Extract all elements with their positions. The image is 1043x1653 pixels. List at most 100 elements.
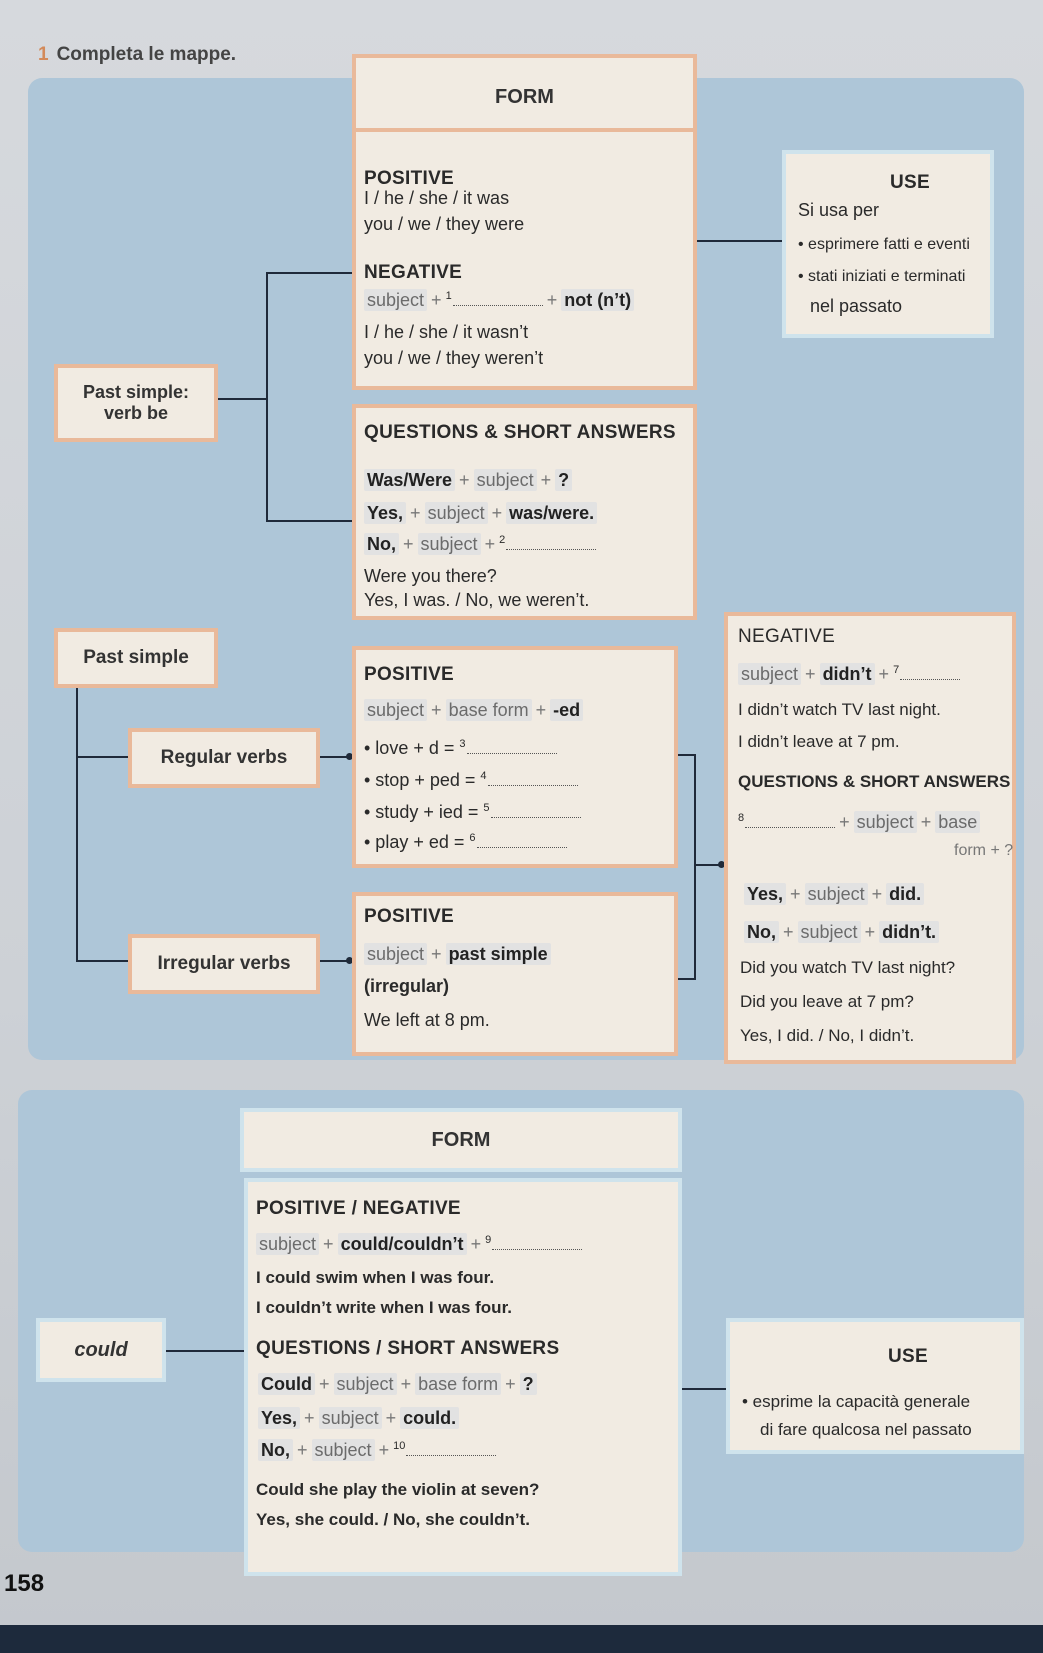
negative-heading: NEGATIVE xyxy=(364,262,463,283)
plus-sign: + xyxy=(403,534,414,554)
blank-number: 6 xyxy=(469,832,476,844)
irregular-positive-box xyxy=(352,892,678,1056)
connector-line xyxy=(266,272,352,274)
could-example-q: Could she play the violin at seven? xyxy=(256,1480,540,1499)
plus-sign: + xyxy=(400,1374,412,1394)
blank-number: 3 xyxy=(459,738,466,750)
plus-sign: + xyxy=(431,290,442,310)
answer-blank-2[interactable] xyxy=(506,535,597,550)
could-use-line1: • esprime la capacità generale xyxy=(742,1392,971,1411)
base-form-chip: base form xyxy=(445,699,532,721)
could-example-2: I couldn’t write when I was four. xyxy=(256,1298,512,1317)
plus-sign: + xyxy=(319,1374,330,1394)
regular-item-text: • love + d = xyxy=(364,738,460,758)
questions-heading: QUESTIONS & SHORT ANSWERS xyxy=(364,422,676,443)
question-formula: 8+subject+base xyxy=(738,811,981,833)
questions-heading: QUESTIONS & SHORT ANSWERS xyxy=(738,772,1011,791)
plus-sign: + xyxy=(535,700,547,720)
answer-blank-6[interactable] xyxy=(476,833,567,848)
could-no-formula: No,+subject+10 xyxy=(258,1439,497,1461)
negative-example-1: I didn’t watch TV last night. xyxy=(738,700,941,719)
questions-example-2: Did you leave at 7 pm? xyxy=(740,992,914,1011)
yes-chip: Yes, xyxy=(744,883,787,905)
subject-chip: subject xyxy=(738,663,802,685)
past-simple-negative-questions-box xyxy=(724,612,1016,1064)
didnt-chip: didn’t xyxy=(819,663,875,685)
answer-blank-5[interactable] xyxy=(490,803,581,818)
plus-sign: + xyxy=(871,884,883,904)
plus-sign: + xyxy=(864,922,876,942)
positive-line2: you / we / they were xyxy=(364,214,525,234)
questions-example-1: Did you watch TV last night? xyxy=(740,958,956,977)
connector-line xyxy=(216,398,268,400)
past-simple-root-box: Past simple xyxy=(54,628,218,688)
connector-line xyxy=(318,960,352,962)
could-chip: Could xyxy=(258,1373,315,1395)
subject-chip: subject xyxy=(364,699,428,721)
connector-line xyxy=(318,756,352,758)
use-intro: Si usa per xyxy=(798,200,880,220)
answer-blank-3[interactable] xyxy=(466,739,557,754)
no-chip: No, xyxy=(258,1439,293,1461)
connector-line xyxy=(676,754,696,756)
irregular-verbs-box: Irregular verbs xyxy=(128,934,320,994)
use-bullet2: • stati iniziati e terminati xyxy=(798,268,966,285)
no-chip: No, xyxy=(364,533,399,555)
use-box xyxy=(782,150,994,338)
could-example-1: I could swim when I was four. xyxy=(256,1268,495,1287)
form-title: FORM xyxy=(495,85,554,108)
positive-heading: POSITIVE xyxy=(364,168,455,189)
answer-blank-1[interactable] xyxy=(452,291,543,306)
plus-sign: + xyxy=(323,1234,334,1254)
regular-item-3: • study + ied = 5 xyxy=(364,802,581,823)
plus-sign: + xyxy=(470,1234,482,1254)
subject-chip: subject xyxy=(256,1233,320,1255)
plus-sign: + xyxy=(385,1408,397,1428)
subject-chip: subject xyxy=(804,883,868,905)
irregular-positive-heading: POSITIVE xyxy=(364,906,455,927)
verb-be-root-line2: verb be xyxy=(103,403,169,423)
verb-be-root-box: Past simple: verb be xyxy=(54,364,218,442)
base-form-chip: base form xyxy=(415,1373,502,1395)
answer-blank-4[interactable] xyxy=(487,771,578,786)
plus-sign: + xyxy=(459,470,470,490)
negative-formula: subject+1+not (n’t) xyxy=(364,289,635,311)
regular-item-1: • love + d = 3 xyxy=(364,738,557,759)
positive-line1: I / he / she / it was xyxy=(364,188,510,208)
ed-chip: -ed xyxy=(550,699,584,721)
regular-positive-heading: POSITIVE xyxy=(364,664,455,685)
plus-sign: + xyxy=(431,944,442,964)
answer-blank-10[interactable] xyxy=(406,1441,497,1456)
irregular-verbs-label: Irregular verbs xyxy=(157,953,291,974)
irregular-label: (irregular) xyxy=(364,976,450,996)
subject-chip: subject xyxy=(417,533,481,555)
regular-item-text: • play + ed = xyxy=(364,832,470,852)
answer-blank-7[interactable] xyxy=(900,665,961,680)
connector-line xyxy=(694,864,724,866)
yes-chip: Yes, xyxy=(364,502,407,524)
could-example-a: Yes, she could. / No, she couldn’t. xyxy=(256,1510,530,1529)
not-chip: not (n’t) xyxy=(561,289,635,311)
connector-line xyxy=(164,1350,250,1352)
questions-example-q: Were you there? xyxy=(364,566,497,586)
blank-number: 8 xyxy=(738,812,745,824)
verb-be-positive-negative-box xyxy=(352,128,697,390)
answer-blank-8[interactable] xyxy=(745,813,836,828)
questions-example-3: Yes, I did. / No, I didn’t. xyxy=(740,1026,915,1045)
could-questions-heading: QUESTIONS / SHORT ANSWERS xyxy=(256,1338,560,1359)
subject-chip: subject xyxy=(853,811,917,833)
blank-number: 10 xyxy=(393,1440,406,1452)
page-number: 158 xyxy=(4,1570,45,1597)
answer-blank-9[interactable] xyxy=(492,1235,583,1250)
irregular-example: We left at 8 pm. xyxy=(364,1010,490,1030)
could-use-heading: USE xyxy=(888,1346,928,1367)
yes-formula: Yes,+subject+was/were. xyxy=(364,502,598,524)
negative-heading: NEGATIVE xyxy=(738,626,836,647)
plus-sign: + xyxy=(297,1440,308,1460)
plus-sign: + xyxy=(878,664,890,684)
regular-item-text: • stop + ped = xyxy=(364,770,481,790)
regular-item-2: • stop + ped = 4 xyxy=(364,770,578,791)
could-posneg-heading: POSITIVE / NEGATIVE xyxy=(256,1198,461,1219)
connector-line xyxy=(676,978,696,980)
blank-number: 5 xyxy=(483,802,490,814)
